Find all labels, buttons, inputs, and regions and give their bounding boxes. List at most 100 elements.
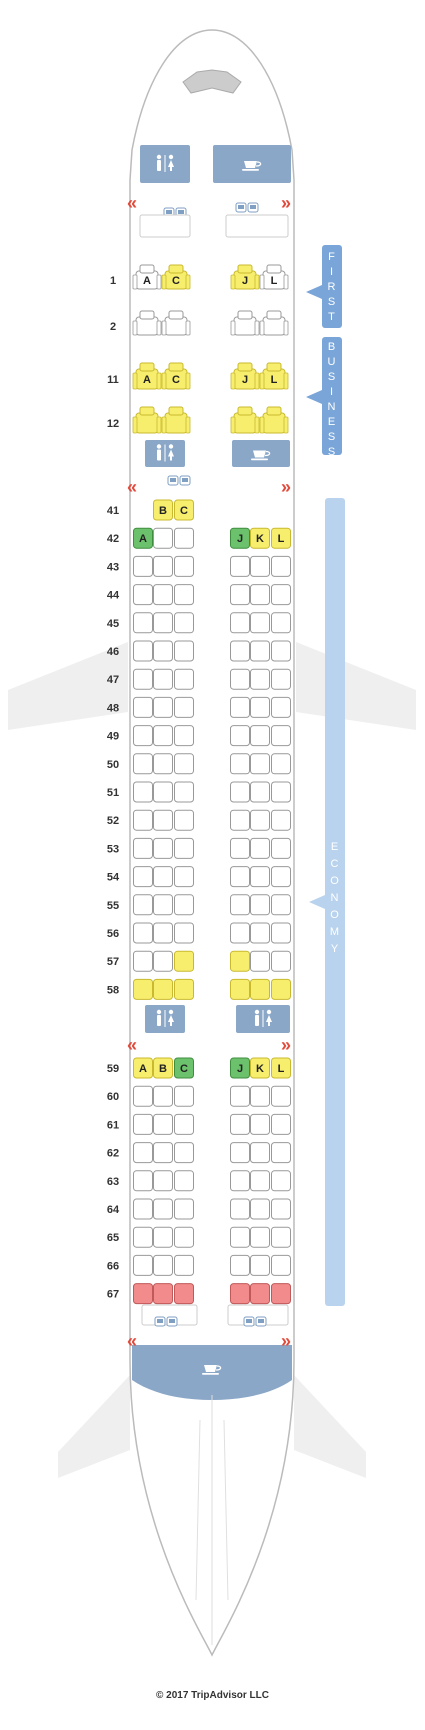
seat-46-R3[interactable] [271, 640, 291, 662]
seat-47-L2[interactable] [153, 668, 173, 690]
seat-56-R2[interactable] [250, 922, 270, 944]
seat-44-R3[interactable] [271, 584, 291, 606]
seat-41-L3[interactable]: C [174, 499, 194, 521]
seat-60-R3[interactable] [271, 1085, 291, 1107]
seat-64-L1[interactable] [133, 1198, 153, 1220]
seat-58-R1[interactable] [230, 978, 250, 1000]
seat-41-L2[interactable]: B [153, 499, 173, 521]
seat-49-L1[interactable] [133, 725, 153, 747]
seat-59-L3[interactable]: C [174, 1057, 194, 1079]
seat-43-L3[interactable] [174, 555, 194, 577]
seat-56-L1[interactable] [133, 922, 153, 944]
seat-65-L3[interactable] [174, 1226, 194, 1248]
seat-45-L2[interactable] [153, 612, 173, 634]
seat-65-R1[interactable] [230, 1226, 250, 1248]
seat-65-R2[interactable] [250, 1226, 270, 1248]
seat-54-L2[interactable] [153, 866, 173, 888]
seat-54-L3[interactable] [174, 866, 194, 888]
seat-44-L2[interactable] [153, 584, 173, 606]
seat-62-L2[interactable] [153, 1142, 173, 1164]
seat-business-11-4[interactable]: L [259, 362, 289, 390]
seat-58-L1[interactable] [133, 978, 153, 1000]
seat-50-L1[interactable] [133, 753, 153, 775]
seat-first-2-4[interactable] [259, 310, 289, 336]
seat-51-L2[interactable] [153, 781, 173, 803]
seat-53-L3[interactable] [174, 837, 194, 859]
seat-56-L3[interactable] [174, 922, 194, 944]
seat-52-R1[interactable] [230, 809, 250, 831]
seat-business-11-3[interactable]: J [230, 362, 260, 390]
seat-57-L1[interactable] [133, 950, 153, 972]
seat-64-L2[interactable] [153, 1198, 173, 1220]
seat-60-L3[interactable] [174, 1085, 194, 1107]
seat-43-R3[interactable] [271, 555, 291, 577]
seat-business-11-1[interactable]: A [132, 362, 162, 390]
seat-business-12-2[interactable] [161, 406, 191, 434]
seat-59-R1[interactable]: J [230, 1057, 250, 1079]
seat-43-R2[interactable] [250, 555, 270, 577]
seat-55-L3[interactable] [174, 894, 194, 916]
seat-51-R3[interactable] [271, 781, 291, 803]
seat-66-L2[interactable] [153, 1254, 173, 1276]
seat-47-L3[interactable] [174, 668, 194, 690]
seat-64-R3[interactable] [271, 1198, 291, 1220]
seat-46-R2[interactable] [250, 640, 270, 662]
seat-67-L3[interactable] [174, 1283, 194, 1305]
seat-46-L1[interactable] [133, 640, 153, 662]
seat-44-L1[interactable] [133, 584, 153, 606]
seat-51-L1[interactable] [133, 781, 153, 803]
seat-60-R2[interactable] [250, 1085, 270, 1107]
seat-42-L1[interactable]: A [133, 527, 153, 549]
seat-42-R1[interactable]: J [230, 527, 250, 549]
seat-52-R2[interactable] [250, 809, 270, 831]
seat-67-R1[interactable] [230, 1283, 250, 1305]
seat-43-R1[interactable] [230, 555, 250, 577]
seat-55-L2[interactable] [153, 894, 173, 916]
seat-56-L2[interactable] [153, 922, 173, 944]
seat-first-1-3[interactable]: J [230, 264, 260, 290]
seat-54-R2[interactable] [250, 866, 270, 888]
seat-44-R2[interactable] [250, 584, 270, 606]
seat-61-L1[interactable] [133, 1113, 153, 1135]
seat-58-R3[interactable] [271, 978, 291, 1000]
seat-61-R1[interactable] [230, 1113, 250, 1135]
seat-56-R1[interactable] [230, 922, 250, 944]
seat-58-L2[interactable] [153, 978, 173, 1000]
seat-66-L3[interactable] [174, 1254, 194, 1276]
seat-first-2-3[interactable] [230, 310, 260, 336]
seat-55-R3[interactable] [271, 894, 291, 916]
seat-52-L2[interactable] [153, 809, 173, 831]
seat-48-L1[interactable] [133, 696, 153, 718]
seat-63-L2[interactable] [153, 1170, 173, 1192]
seat-44-L3[interactable] [174, 584, 194, 606]
seat-62-R2[interactable] [250, 1142, 270, 1164]
seat-57-R1[interactable] [230, 950, 250, 972]
seat-42-R2[interactable]: K [250, 527, 270, 549]
seat-63-R2[interactable] [250, 1170, 270, 1192]
seat-45-R2[interactable] [250, 612, 270, 634]
seat-61-L2[interactable] [153, 1113, 173, 1135]
seat-66-R2[interactable] [250, 1254, 270, 1276]
seat-55-L1[interactable] [133, 894, 153, 916]
seat-first-1-2[interactable]: C [161, 264, 191, 290]
seat-48-L2[interactable] [153, 696, 173, 718]
seat-55-R2[interactable] [250, 894, 270, 916]
seat-50-R3[interactable] [271, 753, 291, 775]
seat-66-L1[interactable] [133, 1254, 153, 1276]
seat-55-R1[interactable] [230, 894, 250, 916]
seat-46-L2[interactable] [153, 640, 173, 662]
seat-63-L1[interactable] [133, 1170, 153, 1192]
seat-63-R3[interactable] [271, 1170, 291, 1192]
seat-53-R2[interactable] [250, 837, 270, 859]
seat-53-R3[interactable] [271, 837, 291, 859]
seat-48-L3[interactable] [174, 696, 194, 718]
seat-54-R3[interactable] [271, 866, 291, 888]
seat-50-L2[interactable] [153, 753, 173, 775]
seat-66-R1[interactable] [230, 1254, 250, 1276]
seat-49-R2[interactable] [250, 725, 270, 747]
seat-50-L3[interactable] [174, 753, 194, 775]
seat-63-L3[interactable] [174, 1170, 194, 1192]
seat-62-L1[interactable] [133, 1142, 153, 1164]
seat-64-R1[interactable] [230, 1198, 250, 1220]
seat-48-R2[interactable] [250, 696, 270, 718]
